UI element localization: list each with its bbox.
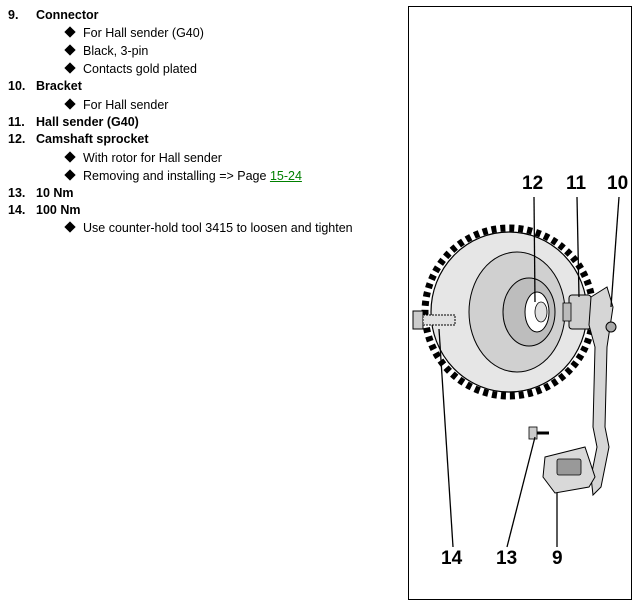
part-row-13: 13. 10 Nm — [0, 185, 400, 202]
bullet-text: Black, 3-pin — [83, 44, 149, 59]
part-number: 14. — [8, 202, 26, 217]
bullet-item: Removing and installing => Page 15-24 — [0, 167, 400, 185]
callout-14: 14 — [441, 548, 463, 569]
bullet-text: For Hall sender (G40) — [83, 26, 204, 41]
leader-lines — [438, 196, 620, 548]
part-title: Connector — [36, 8, 99, 22]
bullet-text: For Hall sender — [83, 97, 169, 112]
connector-icon — [542, 446, 596, 494]
bullet-text: Removing and installing => Page — [83, 168, 270, 183]
diamond-bullet-icon — [64, 150, 76, 163]
bullet-text: Use counter-hold tool 3415 to loosen and… — [83, 221, 353, 236]
part-number: 12. — [8, 132, 26, 147]
diamond-bullet-icon — [64, 221, 76, 234]
bullet-item: For Hall sender (G40) — [0, 24, 400, 42]
bullet-item: Contacts gold plated — [0, 60, 400, 78]
bullet-item: Use counter-hold tool 3415 to loosen and… — [0, 219, 400, 237]
exploded-view-figure: 12 11 10 14 13 9 — [408, 6, 632, 600]
bullet-item: For Hall sender — [0, 96, 400, 114]
bullet-text: Contacts gold plated — [83, 62, 197, 77]
hall-sender-icon — [562, 294, 592, 330]
bullet-item: With rotor for Hall sender — [0, 149, 400, 167]
diamond-bullet-icon — [64, 98, 76, 110]
callout-13: 13 — [496, 548, 518, 569]
callout-11: 11 — [566, 173, 587, 194]
part-number: 13. — [8, 185, 26, 200]
bullet-text: With rotor for Hall sender — [83, 150, 222, 165]
bracket-icon — [588, 286, 617, 497]
page-reference-link[interactable]: 15-24 — [269, 168, 302, 183]
callout-9: 9 — [552, 548, 563, 569]
small-bolt-icon — [528, 426, 549, 440]
part-row-10: 10. Bracket — [0, 78, 400, 95]
part-title: Hall sender (G40) — [36, 114, 139, 129]
diamond-bullet-icon — [64, 44, 76, 57]
diamond-bullet-icon — [64, 26, 76, 39]
callout-10: 10 — [607, 173, 629, 194]
exploded-view-drawing — [412, 196, 620, 548]
camshaft-bolt-icon — [412, 310, 456, 330]
bullet-item: Black, 3-pin — [0, 42, 400, 60]
part-row-14: 14. 100 Nm — [0, 202, 400, 219]
camshaft-sprocket-icon — [421, 224, 597, 400]
part-number: 11. — [8, 114, 25, 129]
callout-12: 12 — [522, 173, 544, 194]
diamond-bullet-icon — [64, 168, 76, 181]
part-row-12: 12. Camshaft sprocket — [0, 131, 400, 148]
part-title: Bracket — [36, 79, 82, 94]
part-row-9: 9. Connector — [0, 7, 400, 24]
part-title: 100 Nm — [36, 202, 81, 217]
part-title: 10 Nm — [36, 185, 74, 200]
part-row-11: 11. Hall sender (G40) — [0, 114, 400, 131]
diamond-bullet-icon — [64, 62, 76, 75]
part-number: 10. — [8, 79, 26, 94]
part-number: 9. — [8, 8, 19, 22]
parts-list: 9. Connector For Hall sender (G40) Black… — [0, 7, 400, 237]
part-title: Camshaft sprocket — [36, 132, 149, 147]
